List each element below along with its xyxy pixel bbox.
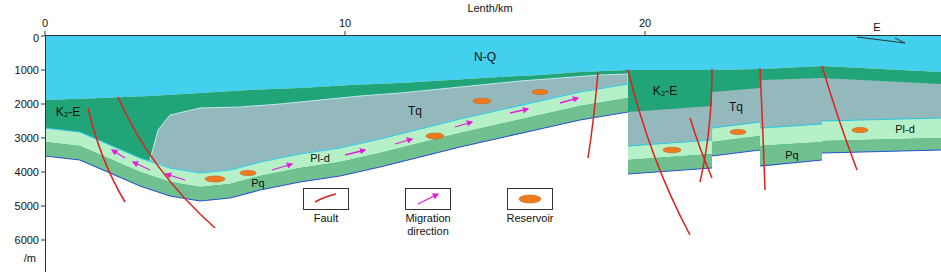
legend-frames bbox=[304, 189, 553, 210]
migration-arrow bbox=[112, 150, 125, 158]
faults bbox=[88, 66, 857, 235]
legend-frame bbox=[508, 189, 553, 210]
reservoir bbox=[532, 89, 548, 94]
tq-layer bbox=[712, 88, 760, 128]
k2e-layer bbox=[628, 70, 712, 174]
legend-fault-sample bbox=[315, 194, 336, 202]
legend-frame bbox=[406, 189, 451, 210]
migration-arrow bbox=[560, 98, 578, 103]
tick-label: 20 bbox=[639, 17, 651, 29]
fault-line bbox=[628, 70, 690, 235]
tick-label: 5000 bbox=[15, 200, 39, 212]
fault-line bbox=[88, 108, 125, 202]
migration-arrows bbox=[112, 98, 578, 180]
tick-label: 2000 bbox=[15, 98, 39, 110]
depth-axis bbox=[41, 35, 46, 272]
reservoir-group bbox=[205, 89, 868, 182]
tick-label: 3000 bbox=[15, 132, 39, 144]
legend-arrow-sample bbox=[418, 194, 438, 204]
k2e-layer bbox=[822, 66, 941, 153]
direction-label: E bbox=[873, 21, 880, 33]
layer-label: Tq bbox=[408, 105, 422, 118]
k2e-layer bbox=[712, 69, 760, 156]
legend-frame bbox=[304, 189, 349, 210]
tq-layer bbox=[760, 78, 822, 128]
reservoir bbox=[730, 129, 746, 134]
reservoir bbox=[240, 170, 256, 175]
layer-label: N-Q bbox=[474, 51, 496, 64]
east-arrow bbox=[857, 37, 905, 43]
layer-label: Pl-d bbox=[895, 123, 915, 135]
k2e-layer bbox=[760, 66, 822, 166]
pq-layer bbox=[45, 98, 628, 201]
tq-layer bbox=[628, 106, 712, 146]
layer-label: Pq bbox=[251, 177, 264, 189]
migration-arrow bbox=[133, 162, 150, 170]
base-line bbox=[628, 150, 941, 174]
axes bbox=[41, 31, 941, 272]
legend-reservoir-sample bbox=[519, 195, 541, 203]
migration-arrow bbox=[345, 150, 365, 155]
tick-label: 0 bbox=[42, 17, 48, 29]
legend-label: Fault bbox=[296, 212, 356, 225]
migration-arrow bbox=[272, 164, 292, 170]
migration-arrow bbox=[455, 122, 472, 127]
reservoir bbox=[852, 127, 868, 132]
layer-label: K₂-E bbox=[653, 85, 678, 98]
reservoir bbox=[663, 147, 681, 153]
reservoir bbox=[473, 98, 491, 104]
migration-arrow bbox=[395, 139, 412, 144]
fault-line bbox=[118, 97, 215, 228]
pld-top-line bbox=[628, 118, 941, 146]
fault-line bbox=[760, 68, 765, 190]
tq-layer bbox=[822, 78, 941, 121]
tick-label: 1000 bbox=[15, 64, 39, 76]
fault-line bbox=[822, 66, 857, 170]
fault-line bbox=[700, 69, 712, 182]
layer-label: Pl-d bbox=[310, 152, 330, 164]
layer-label: Pq bbox=[785, 149, 798, 161]
legend-label: Migration direction bbox=[398, 212, 458, 237]
axis-title: Lenth/km bbox=[467, 2, 512, 14]
unit-label: /m bbox=[24, 252, 36, 264]
legend-label: Reservoir bbox=[495, 212, 565, 225]
layer-label: Tq bbox=[729, 101, 743, 114]
top-axis bbox=[45, 31, 941, 36]
reservoir bbox=[205, 176, 225, 182]
fault-line bbox=[588, 72, 598, 158]
tick-label: 0 bbox=[33, 32, 39, 44]
k2e-layer bbox=[45, 70, 628, 201]
tick-label: 6000 bbox=[15, 234, 39, 246]
tick-label: 10 bbox=[339, 17, 351, 29]
reservoir bbox=[426, 133, 444, 139]
migration-arrow bbox=[510, 109, 528, 113]
tick-label: 4000 bbox=[15, 166, 39, 178]
layer-label: K₂-E bbox=[56, 106, 81, 119]
